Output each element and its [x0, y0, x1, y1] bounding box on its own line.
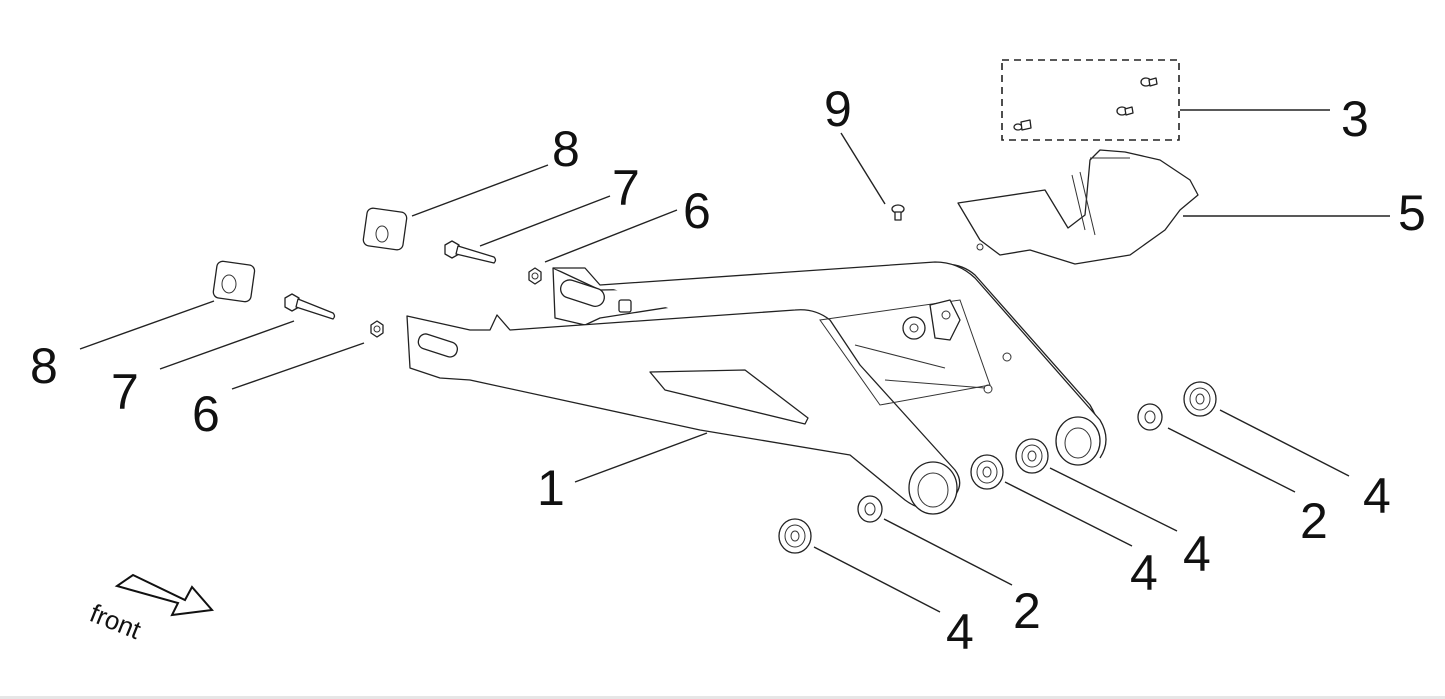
callout-7b: 7 [612, 160, 640, 216]
screw-part-9[interactable] [891, 204, 905, 221]
callout-5: 5 [1398, 185, 1426, 241]
callout-3: 3 [1341, 91, 1369, 147]
adjuster-block-upper[interactable] [362, 207, 408, 251]
nut-lower[interactable] [370, 320, 384, 338]
callout-4a: 4 [946, 604, 974, 660]
leader-4a [813, 546, 941, 613]
callout-2b: 2 [1300, 493, 1328, 549]
leader-9 [840, 132, 886, 205]
callout-2a: 2 [1013, 583, 1041, 639]
nut-upper[interactable] [528, 267, 542, 285]
front-direction-indicator: front [86, 573, 214, 646]
leader-1 [574, 432, 708, 483]
bearing-1[interactable] [778, 518, 812, 554]
bearing-2[interactable] [970, 454, 1004, 490]
callout-4d: 4 [1363, 468, 1391, 524]
leader-6b [544, 209, 678, 263]
leader-7a [159, 320, 295, 370]
washer-left[interactable] [857, 495, 883, 523]
callout-8a: 8 [30, 338, 58, 394]
leader-4c [1049, 467, 1178, 532]
leader-2a [883, 518, 1013, 586]
front-label: front [86, 598, 146, 646]
bearing-4[interactable] [1183, 381, 1217, 417]
bearing-3[interactable] [1015, 438, 1049, 474]
leader-7b [479, 195, 611, 247]
bolt-upper[interactable] [444, 240, 497, 264]
swingarm-part[interactable] [406, 261, 1107, 515]
screw-kit-box[interactable] [1001, 59, 1180, 141]
callout-6b: 6 [683, 183, 711, 239]
callout-4b: 4 [1130, 545, 1158, 601]
callout-9: 9 [824, 81, 852, 137]
callout-4c: 4 [1183, 526, 1211, 582]
callout-1: 1 [537, 460, 565, 516]
callout-8b: 8 [552, 121, 580, 177]
leader-8a [79, 300, 215, 350]
callout-numbers: 1 2 2 3 4 4 4 4 5 6 6 7 7 8 8 9 [30, 81, 1426, 660]
leader-4b [1004, 481, 1133, 547]
front-arrow-icon [114, 573, 214, 617]
chain-guard-part[interactable] [957, 149, 1199, 265]
washer-right[interactable] [1137, 403, 1163, 431]
leader-4d [1219, 409, 1350, 477]
callout-6a: 6 [192, 386, 220, 442]
leader-2b [1167, 427, 1296, 493]
bolt-lower[interactable] [284, 293, 336, 320]
leader-8b [411, 164, 549, 217]
bottom-border [0, 696, 1445, 699]
adjuster-block-lower[interactable] [212, 260, 256, 303]
leader-6a [231, 342, 365, 390]
leader-lines [79, 109, 1390, 613]
callout-7a: 7 [111, 364, 139, 420]
